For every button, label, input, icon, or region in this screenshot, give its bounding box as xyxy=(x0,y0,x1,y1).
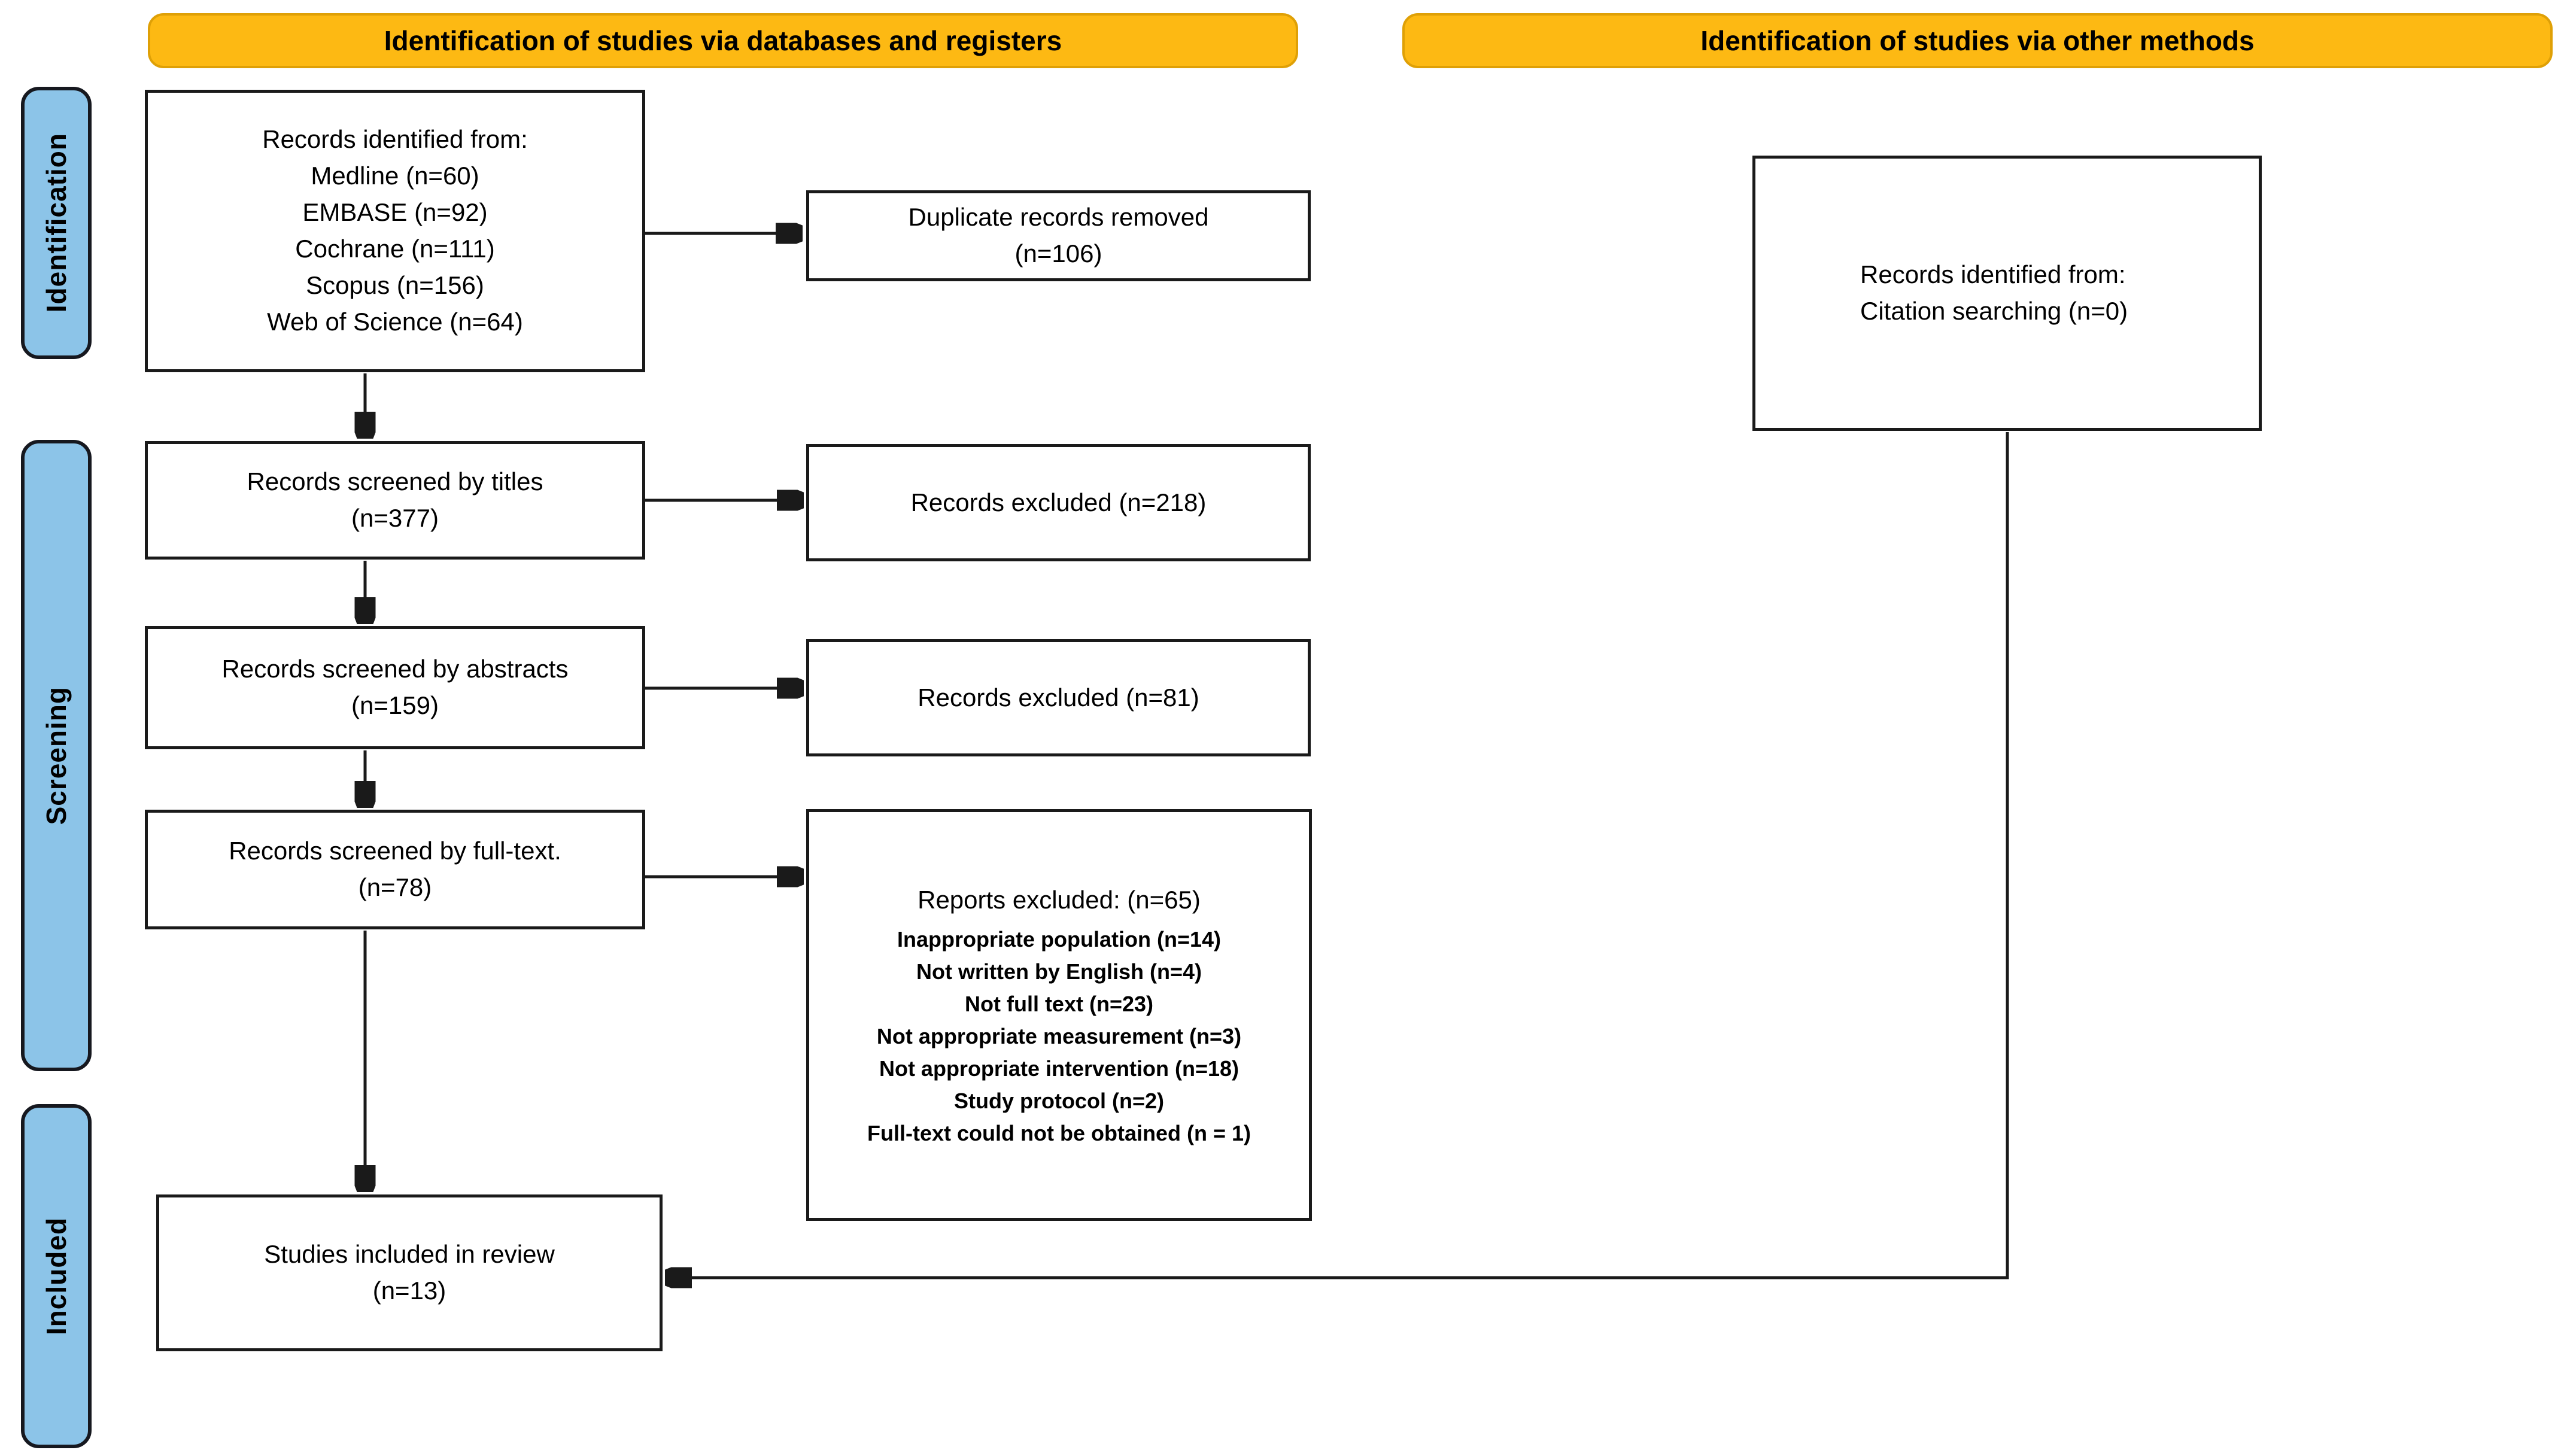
text-line: Records screened by titles xyxy=(247,467,543,496)
text-line: (n=78) xyxy=(358,873,432,901)
box-included-review: Studies included in review (n=13) xyxy=(156,1194,663,1351)
box-citation-searching: Records identified from: Citation searchi… xyxy=(1752,156,2262,431)
stage-identification-label: Identification xyxy=(41,133,72,313)
banner-other-methods: Identification of studies via other meth… xyxy=(1402,13,2553,68)
text-line: Not appropriate intervention (n=18) xyxy=(879,1056,1240,1081)
text-line: EMBASE (n=92) xyxy=(302,198,488,227)
text-line: Reports excluded: (n=65) xyxy=(918,885,1201,914)
stage-included: Included xyxy=(21,1104,92,1448)
text-line: Duplicate records removed xyxy=(908,203,1209,232)
text-line: (n=13) xyxy=(372,1276,446,1305)
text-line: Records screened by full-text. xyxy=(229,837,561,865)
stage-screening-label: Screening xyxy=(41,686,72,825)
box-excluded-titles: Records excluded (n=218) xyxy=(806,444,1311,561)
box-records-identified: Records identified from: Medline (n=60) EM… xyxy=(145,90,645,372)
box-excluded-abstracts: Records excluded (n=81) xyxy=(806,639,1311,756)
text-line: (n=159) xyxy=(351,691,439,719)
text-line: Medline (n=60) xyxy=(311,162,479,190)
text-line: Records excluded (n=81) xyxy=(918,683,1199,712)
text-line: Not appropriate measurement (n=3) xyxy=(876,1023,1242,1048)
text-line: Citation searching (n=0) xyxy=(1860,297,2128,325)
text-line: Records identified from: xyxy=(262,125,528,154)
stage-screening: Screening xyxy=(21,440,92,1071)
box-screened-fulltext: Records screened by full-text. (n=78) xyxy=(145,810,645,929)
text-line: Cochrane (n=111) xyxy=(295,235,495,263)
box-screened-abstracts: Records screened by abstracts (n=159) xyxy=(145,626,645,749)
text-line: Full-text could not be obtained (n = 1) xyxy=(867,1120,1251,1145)
text-line: Inappropriate population (n=14) xyxy=(897,926,1222,952)
box-reports-excluded: Reports excluded: (n=65) Inappropriate po… xyxy=(806,809,1312,1221)
box-duplicates-removed: Duplicate records removed (n=106) xyxy=(806,190,1311,281)
text-line: Records identified from: xyxy=(1860,260,2126,289)
text-line: Not written by English (n=4) xyxy=(916,959,1202,984)
text-line: (n=377) xyxy=(351,504,439,532)
text-line: Records excluded (n=218) xyxy=(910,488,1207,516)
text-line: Studies included in review xyxy=(264,1240,555,1269)
text-line: Study protocol (n=2) xyxy=(954,1088,1164,1113)
stage-included-label: Included xyxy=(41,1217,72,1336)
stage-identification: Identification xyxy=(21,87,92,359)
arrow-citation-to-included xyxy=(668,432,2009,1278)
text-line: Scopus (n=156) xyxy=(306,270,484,299)
banner-databases-registers: Identification of studies via databases … xyxy=(148,13,1298,68)
text-line: Not full text (n=23) xyxy=(964,991,1154,1016)
text-line: (n=106) xyxy=(1014,239,1102,268)
box-screened-titles: Records screened by titles (n=377) xyxy=(145,441,645,560)
text-line: Web of Science (n=64) xyxy=(267,307,523,336)
text-line: Records screened by abstracts xyxy=(221,655,569,683)
